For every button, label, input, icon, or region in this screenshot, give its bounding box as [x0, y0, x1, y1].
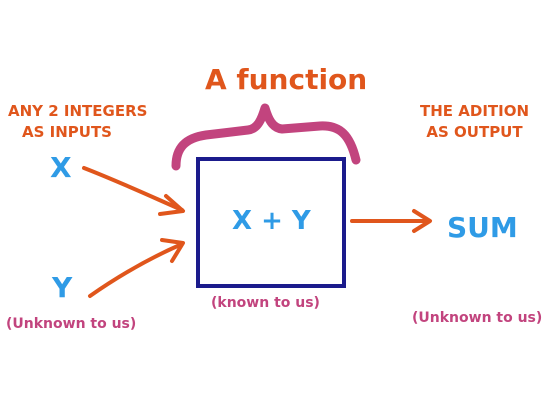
- function-box: [196, 157, 346, 288]
- input-y-note: (Unknown to us): [6, 316, 137, 332]
- input-y-label: Y: [52, 271, 73, 304]
- output-caption: THE ADITION AS OUTPUT: [420, 101, 529, 143]
- arrow-y-to-box: [88, 238, 185, 298]
- function-expression: X + Y: [232, 206, 311, 236]
- output-sum-label: SUM: [447, 211, 518, 244]
- input-x-label: X: [50, 151, 72, 184]
- output-note: (Unknown to us): [412, 310, 543, 326]
- output-caption-line2: AS OUTPUT: [426, 123, 523, 141]
- curly-brace: [171, 103, 361, 171]
- output-caption-line1: THE ADITION: [420, 102, 530, 120]
- inputs-caption-line1: ANY 2 INTEGERS: [8, 102, 148, 120]
- function-note: (known to us): [211, 295, 320, 311]
- arrow-x-to-box: [82, 166, 185, 216]
- diagram-title: A function: [205, 63, 368, 96]
- arrow-box-to-sum: [350, 209, 432, 233]
- inputs-caption-line2: AS INPUTS: [22, 123, 112, 141]
- inputs-caption: ANY 2 INTEGERS AS INPUTS: [8, 101, 147, 143]
